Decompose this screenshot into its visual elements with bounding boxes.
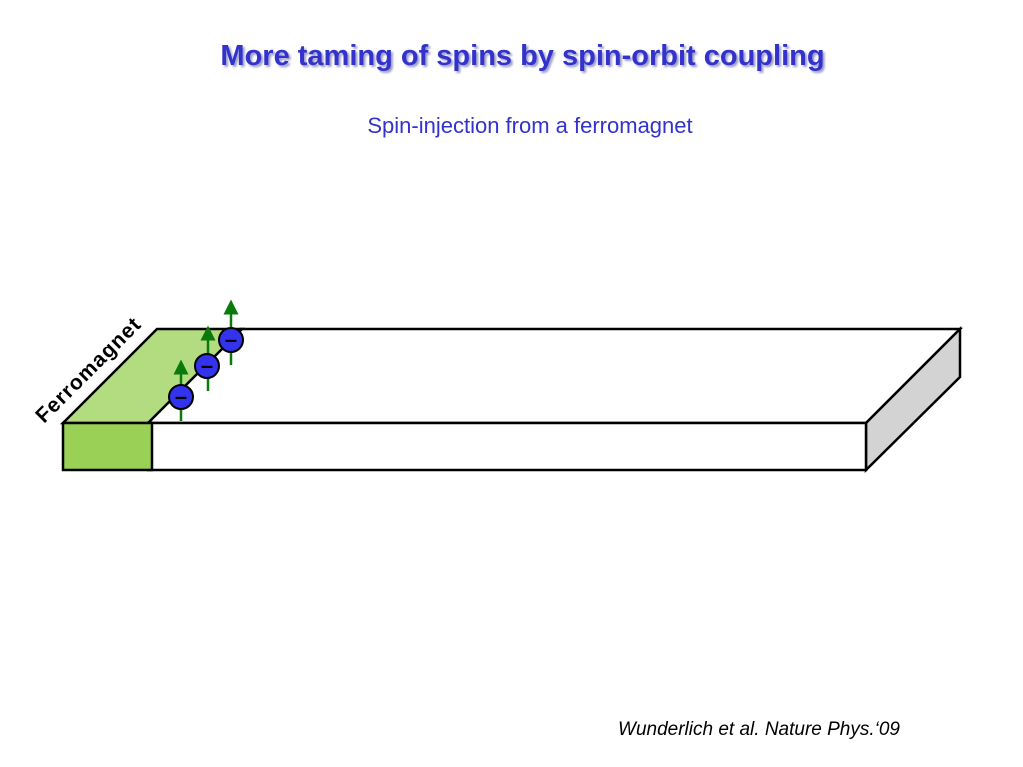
electron-2: – xyxy=(194,353,220,379)
ferromagnet-front-face xyxy=(61,421,154,472)
semiconductor-bar xyxy=(145,325,964,473)
slide-title: More taming of spins by spin-orbit coupl… xyxy=(220,40,825,72)
electron-1-symbol: – xyxy=(175,384,187,409)
electron-2-symbol: – xyxy=(201,353,213,378)
electron-3: – xyxy=(218,327,244,353)
ferromagnet-contact xyxy=(59,327,246,472)
electron-3-symbol: – xyxy=(225,327,237,352)
bar-top-face xyxy=(145,327,964,425)
electron-1: – xyxy=(168,384,194,410)
citation: Wunderlich et al. Nature Phys.‘09 xyxy=(618,719,900,740)
slide-subtitle: Spin-injection from a ferromagnet xyxy=(367,113,693,138)
bar-front-face xyxy=(146,421,868,472)
